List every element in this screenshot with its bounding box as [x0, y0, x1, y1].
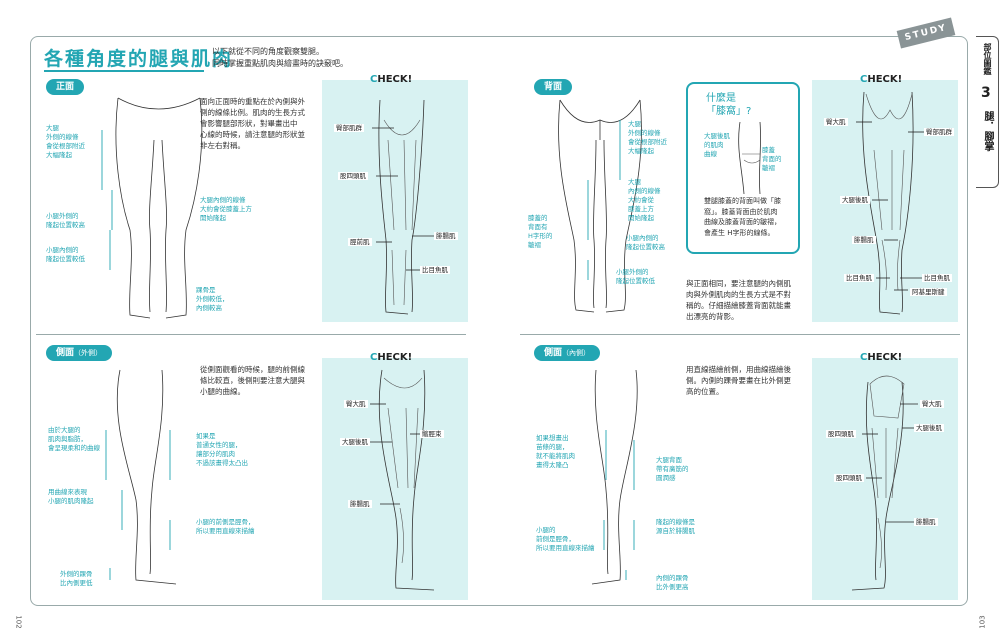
side-outer-description: 從側面觀看的時候，腿的前側線 條比較直，後側則要注意大腿與 小腿的曲線。: [200, 365, 305, 396]
side-outer-muscle-panel: [322, 358, 468, 600]
note-side-inner-shin: 小腿的 前側是脛骨， 所以要用直線來描繪: [536, 526, 595, 552]
note-back-thigh-inner: 大腿 內側的線條 大約會從 膝蓋上方 開始隆起: [628, 178, 661, 222]
muscle-back-soleus-right: 比目魚肌: [922, 274, 952, 282]
muscle-side-outer-hamstring: 大腿後肌: [340, 438, 370, 446]
back-muscle-diagram: [856, 91, 924, 315]
note-back-calf-outer: 小腿外側的 隆起位置較低: [616, 268, 655, 285]
muscle-front-tibialis: 脛前肌: [348, 238, 372, 246]
note-side-outer-calf: 用曲線來表現 小腿的肌肉隆起: [48, 488, 94, 505]
side-tab-number: 3: [981, 85, 991, 101]
muscle-side-inner-quad-1: 股四頭肌: [826, 430, 856, 438]
note-side-outer-ankle: 外側的踝骨 比內側更低: [60, 570, 93, 587]
note-back-calf-inner: 小腿內側的 隆起位置較高: [626, 234, 665, 251]
front-description: 面向正面時的重點在於內側與外 側的線條比例。肌肉的生長方式 會影響腿部形狀，對畢…: [200, 97, 305, 150]
muscle-front-soleus: 比目魚肌: [420, 266, 450, 274]
note-side-outer-female: 如果是 普通女性的腿， 讓部分的肌肉 不過該畫得太凸出: [196, 432, 248, 467]
front-leaders: [101, 130, 113, 270]
side-inner-leaders: [603, 430, 635, 580]
side-inner-leg-sketch: [591, 369, 638, 585]
back-leaders: [587, 120, 621, 280]
front-muscle-panel: [322, 80, 468, 322]
muscle-back-glute: 臀部肌群: [924, 128, 954, 136]
knee-box-note-right: 膝蓋 背面的 皺褶: [762, 146, 782, 172]
side-inner-description: 用直線描繪前側，用曲線描繪後 側。內側的踝骨要畫在比外側更 高的位置。: [686, 365, 791, 396]
side-tab-section: 部位圖鑑: [983, 43, 992, 75]
section-label-side-outer: 側面（外側）: [46, 345, 113, 361]
knee-box-sketch: [738, 121, 761, 195]
side-outer-muscle-diagram: [366, 369, 435, 591]
note-front-thigh-outer: 大腿 外側的線條 會從根部附近 大幅隆起: [46, 124, 85, 159]
note-side-outer-thigh: 由於大腿的 肌肉與脂肪， 會呈現柔和的曲線: [48, 426, 100, 452]
check-label-front: CHECK!: [370, 74, 413, 85]
muscle-back-glute-max: 臀大肌: [824, 118, 848, 126]
muscle-back-hamstring: 大腿後肌: [840, 196, 870, 204]
muscle-back-soleus-left: 比目魚肌: [844, 274, 874, 282]
page-frame: [30, 36, 968, 606]
check-label-side-outer: CHECK!: [370, 352, 413, 363]
note-front-calf-inner: 小腿內側的 隆起位置較低: [46, 246, 85, 263]
note-front-thigh-inner: 大腿內側的線條 大約會從膝蓋上方 開始隆起: [200, 196, 252, 222]
side-outer-leaders: [105, 430, 171, 580]
note-back-knee: 膝蓋的 背面有 H字形的 皺褶: [528, 214, 553, 249]
knee-box-text: 雙腿膝蓋的背面叫做「膝 窩」。膝蓋背面由於肌肉 曲線及膝蓋背面的皺褶， 會產生 …: [704, 197, 781, 237]
front-legs-sketch: [115, 97, 203, 319]
side-tab: 部位圖鑑 3 腿．腳掌: [976, 36, 999, 188]
note-back-thigh-outer: 大腿 外側的線條 會從根部附近 大幅隆起: [628, 120, 667, 155]
knee-box-note-left: 大腿後肌 的肌肉 曲線: [704, 132, 730, 158]
side-outer-leg-sketch: [116, 369, 177, 585]
side-tab-topic: 腿．腳掌: [982, 111, 993, 151]
title-underline: [44, 70, 204, 72]
check-label-back: CHECK!: [860, 74, 903, 85]
section-label-side-inner: 側面（內側）: [534, 345, 601, 361]
knee-pit-box: [686, 82, 800, 254]
note-side-inner-ankle: 內側的踝骨 比外側更高: [656, 574, 689, 591]
muscle-side-inner-glute-max: 臀大肌: [920, 400, 944, 408]
note-side-outer-shin: 小腿的前側是脛骨， 所以要用直線來描繪: [196, 518, 255, 535]
page-number-right: 103: [978, 615, 987, 629]
note-front-ankle: 踝骨是 外側較低， 內側較高: [196, 286, 229, 312]
check-label-side-inner: CHECK!: [860, 352, 903, 363]
knee-box-title: 什麼是 「膝窩」?: [706, 93, 752, 117]
muscle-side-outer-itband: 髂脛束: [420, 430, 444, 438]
note-side-inner-thigh-muscle: 如果想畫出 苗條的腿， 就不能將肌肉 畫得太隆凸: [536, 434, 575, 469]
muscle-side-inner-gastro: 腓腸肌: [914, 518, 938, 526]
muscle-back-achilles: 阿基里斯腱: [910, 288, 947, 296]
side-inner-muscle-diagram: [851, 375, 918, 591]
section-label-front: 正面: [46, 79, 85, 95]
muscle-back-gastro: 腓腸肌: [852, 236, 876, 244]
note-side-inner-calf: 隆起的線條是 源自於腓腸肌: [656, 518, 695, 535]
muscle-side-inner-quad-2: 股四頭肌: [834, 474, 864, 482]
section-label-back: 背面: [534, 79, 573, 95]
page-number-left: 102: [14, 615, 23, 629]
note-side-inner-thigh-back: 大腿背面 帶有廣筋的 圓潤感: [656, 456, 689, 482]
divider-left: [36, 334, 466, 335]
muscle-side-inner-hamstring: 大腿後肌: [914, 424, 944, 432]
back-legs-sketch: [558, 99, 642, 313]
muscle-side-outer-glute-max: 臀大肌: [344, 400, 368, 408]
divider-right: [520, 334, 960, 335]
page-title: 各種角度的腿與肌肉: [44, 48, 234, 70]
front-muscle-diagram: [372, 99, 434, 315]
muscle-front-glute: 臀部肌群: [334, 124, 364, 132]
back-description: 與正面相同，要注意腿的內側肌 肉與外側肌肉的生長方式是不對 稱的。仔細描繪膝蓋背…: [686, 279, 791, 321]
muscle-front-quad: 股四頭肌: [338, 172, 368, 180]
intro-text: 以下就從不同的角度觀察雙腿。 同時掌握重點肌肉與繪畫時的訣竅吧。: [212, 47, 348, 68]
muscle-front-gastro: 腓腸肌: [434, 232, 458, 240]
note-front-calf-outer: 小腿外側的 隆起位置較高: [46, 212, 85, 229]
muscle-side-outer-gastro: 腓腸肌: [348, 500, 372, 508]
